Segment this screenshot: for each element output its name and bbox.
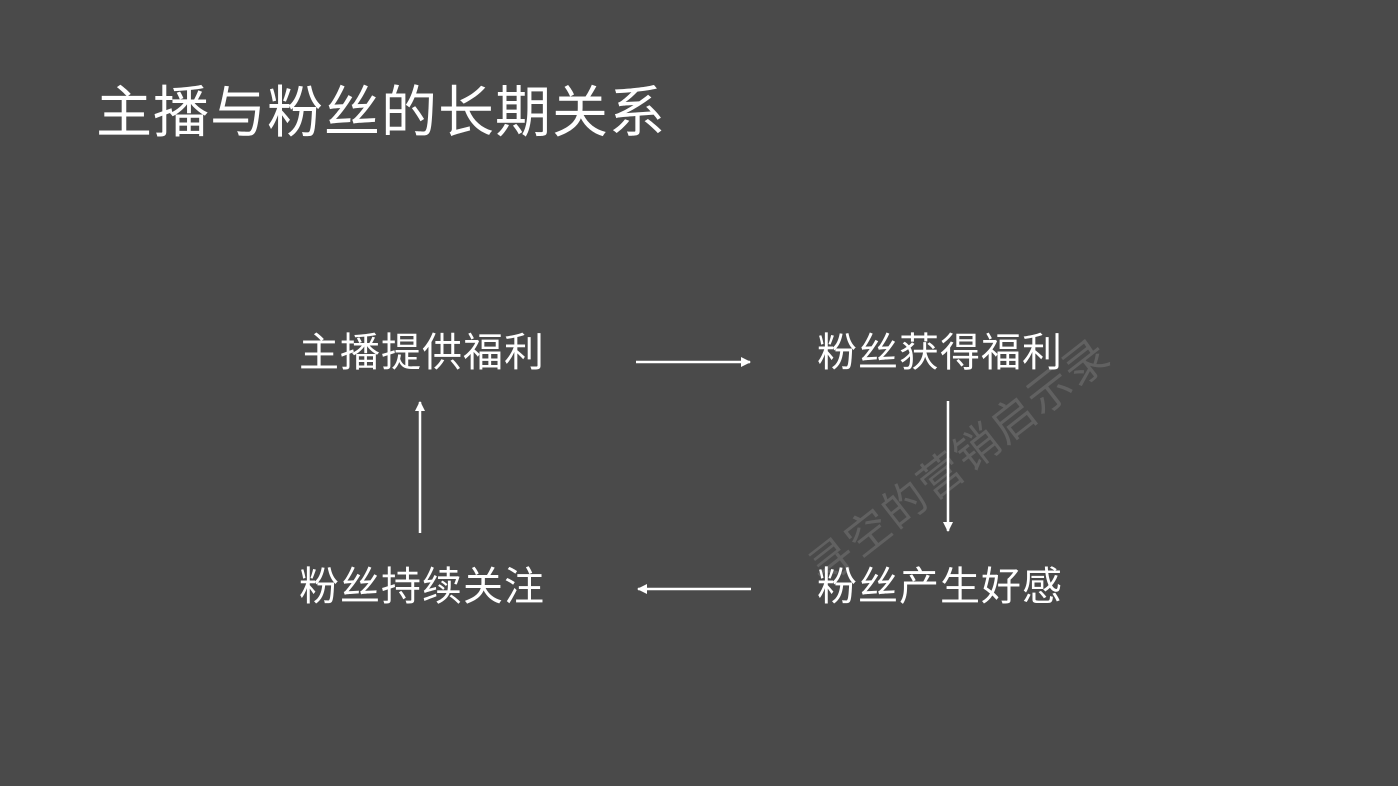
node-fans-keep-following: 粉丝持续关注 [299, 564, 545, 610]
node-anchor-provides-benefits: 主播提供福利 [299, 330, 545, 376]
node-fans-develop-goodwill: 粉丝产生好感 [817, 564, 1063, 610]
node-fans-receive-benefits: 粉丝获得福利 [817, 330, 1063, 376]
slide-title: 主播与粉丝的长期关系 [96, 81, 666, 146]
